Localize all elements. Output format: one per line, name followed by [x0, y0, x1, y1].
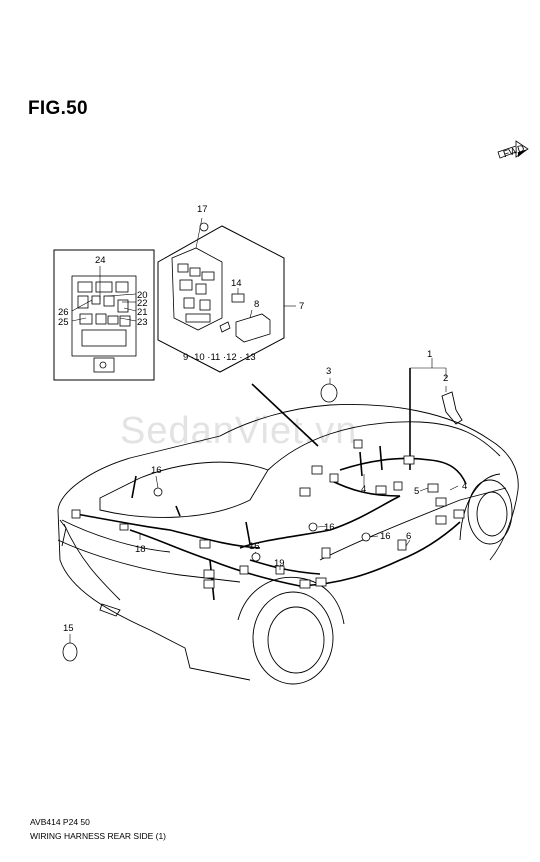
callout-3: 3 — [326, 366, 331, 377]
callout-23: 23 — [137, 317, 148, 328]
callout-22: 22 — [137, 298, 148, 309]
footer-caption: WIRING HARNESS REAR SIDE (1) — [30, 831, 167, 841]
callout-5: 5 — [414, 486, 419, 497]
callout-16b: 16 — [324, 522, 335, 533]
callout-19: 19 — [274, 558, 285, 569]
wiring-harness — [71, 222, 467, 601]
callout-4b: 4 — [462, 481, 467, 492]
fwd-arrow-icon: FWD — [497, 140, 529, 160]
callout-20: 20 — [137, 290, 148, 301]
callout-26: 26 — [58, 307, 69, 318]
callout-1: 1 — [427, 349, 432, 360]
fuse-box-inset — [53, 249, 155, 381]
fwd-label: FWD — [502, 143, 526, 160]
callout-25: 25 — [58, 317, 69, 328]
callout-7: 7 — [299, 301, 304, 312]
callout-15: 15 — [63, 623, 74, 634]
callout-16d: 16 — [249, 541, 260, 552]
bracket-part-2 — [441, 386, 463, 425]
callout-16c: 16 — [380, 531, 391, 542]
callout-9-13: 9 ·10 ·11 ·12 · 13 — [183, 352, 256, 363]
callout-17: 17 — [197, 204, 208, 215]
callout-24: 24 — [95, 255, 106, 266]
grommet-part-3 — [320, 383, 338, 403]
callout-14: 14 — [231, 278, 242, 289]
car-body — [57, 404, 519, 685]
leader-arrow — [251, 383, 319, 447]
grommet-part-15 — [62, 642, 78, 662]
junction-box-inset — [157, 217, 296, 373]
callout-2: 2 — [443, 373, 448, 384]
callout-8: 8 — [254, 299, 259, 310]
leader-lines — [69, 358, 459, 643]
callout-21: 21 — [137, 307, 148, 318]
footer-code: AVB414 P24 50 — [30, 817, 90, 827]
callout-18: 18 — [135, 544, 146, 555]
figure-title: FIG.50 — [28, 98, 88, 119]
callout-6: 6 — [406, 531, 411, 542]
callout-4a: 4 — [361, 484, 366, 495]
callout-16a: 16 — [151, 465, 162, 476]
